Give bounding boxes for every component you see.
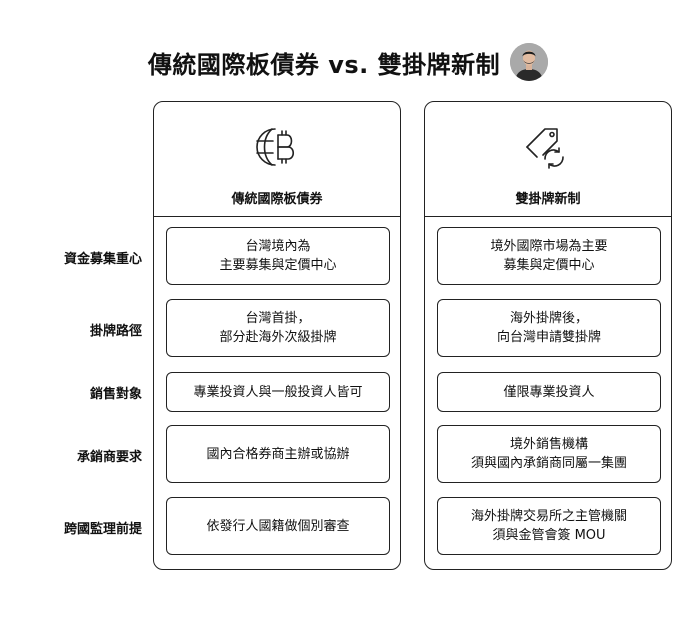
cross-border-supervision-traditional: 依發行人國籍做個別審查: [166, 497, 390, 555]
cell-line: 依發行人國籍做個別審查: [206, 518, 350, 534]
row-label-cross-border-supervision: 跨國監理前提: [63, 522, 142, 537]
cell-line: 境外銷售機構: [509, 437, 588, 452]
cell-line: 專業投資人與一般投資人皆可: [193, 384, 363, 400]
row-label-underwriter-req: 承銷商要求: [76, 450, 142, 465]
cell-line: 海外掛牌交易所之主管機關: [470, 509, 627, 524]
cell-line: 僅限專業投資人: [503, 384, 595, 400]
avatar-person-icon: [510, 43, 549, 81]
sales-target-traditional: 專業投資人與一般投資人皆可: [166, 372, 390, 412]
underwriter-req-dual: 境外銷售機構 須與國內承銷商同屬一集團: [437, 425, 661, 483]
listing-path-traditional: 台灣首掛， 部分赴海外次級掛牌: [166, 299, 390, 357]
underwriter-req-traditional: 國內合格券商主辦或協辦: [166, 425, 390, 483]
funding-center-traditional: 台灣境內為 主要募集與定價中心: [166, 227, 390, 285]
cell-line: 主要募集與定價中心: [219, 258, 337, 273]
dual-listing-title: 雙掛牌新制: [515, 192, 581, 207]
cell-line: 境外國際市場為主要: [490, 239, 608, 254]
row-label-sales-target: 銷售對象: [89, 387, 142, 402]
avatar: [510, 43, 549, 81]
globe-bitcoin-icon: [256, 128, 295, 166]
cell-line: 海外掛牌後，: [509, 311, 588, 326]
cross-border-supervision-dual: 海外掛牌交易所之主管機關 須與金管會簽 MOU: [437, 497, 661, 555]
page-title: 傳統國際板債券 vs. 雙掛牌新制: [147, 50, 501, 79]
funding-center-dual: 境外國際市場為主要 募集與定價中心: [437, 227, 661, 285]
cell-line: 國內合格券商主辦或協辦: [206, 446, 350, 462]
cell-line: 台灣首掛，: [245, 311, 311, 326]
cell-line: 募集與定價中心: [503, 258, 595, 273]
tag-exchange-icon: [526, 128, 564, 169]
dual-listing-column-header: 雙掛牌新制: [425, 102, 671, 217]
traditional-bond-title: 傳統國際板債券: [231, 192, 323, 207]
cell-line: 台灣境內為: [245, 239, 311, 254]
cell-line: 須與金管會簽 MOU: [492, 528, 606, 543]
title-bar: 傳統國際板債券 vs. 雙掛牌新制: [0, 40, 696, 84]
listing-path-dual: 海外掛牌後， 向台灣申請雙掛牌: [437, 299, 661, 357]
cell-line: 須與國內承銷商同屬一集團: [470, 456, 627, 471]
traditional-bond-column: 傳統國際板債券 台灣境內為 主要募集與定價中心 台灣首掛， 部分赴海外次級掛牌 …: [153, 101, 401, 570]
traditional-bond-column-header: 傳統國際板債券: [154, 102, 400, 217]
cell-line: 部分赴海外次級掛牌: [219, 330, 337, 345]
dual-listing-column: 雙掛牌新制 境外國際市場為主要 募集與定價中心 海外掛牌後， 向台灣申請雙掛牌 …: [424, 101, 672, 570]
sales-target-dual: 僅限專業投資人: [437, 372, 661, 412]
row-label-funding-center: 資金募集重心: [63, 252, 142, 267]
cell-line: 向台灣申請雙掛牌: [496, 330, 601, 345]
row-label-listing-path: 掛牌路徑: [89, 324, 142, 339]
